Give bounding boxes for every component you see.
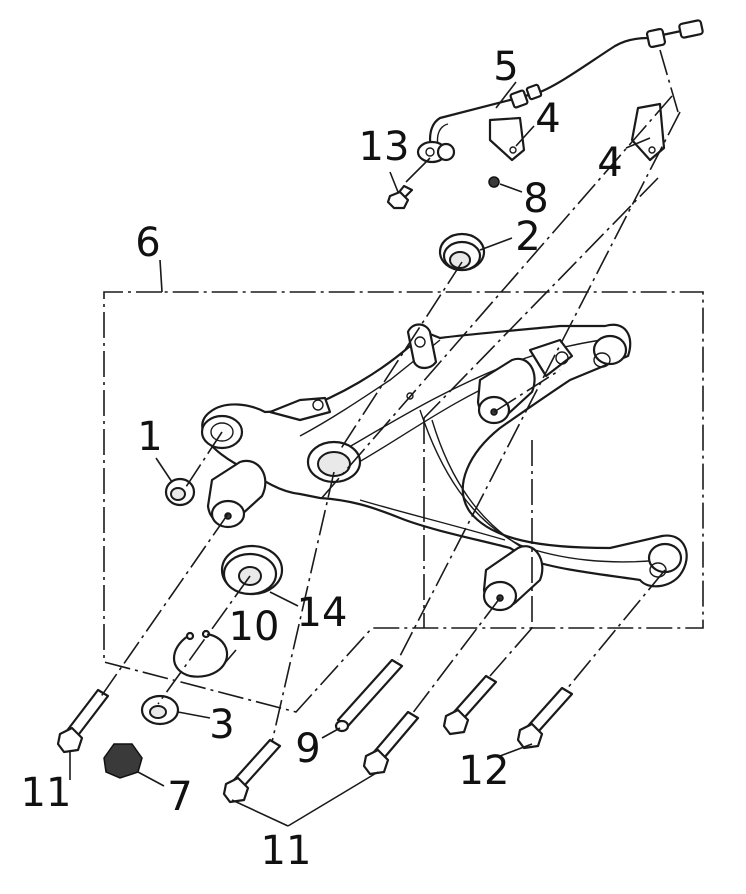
callout-8: 8 — [523, 176, 548, 222]
bolt-9 — [334, 658, 404, 733]
leader-lines — [69, 81, 651, 827]
bushing-small — [164, 477, 196, 507]
assembly-frame — [103, 291, 704, 713]
bolt-lower-mid — [222, 738, 282, 804]
callout-5: 5 — [493, 44, 518, 90]
callout-4b: 4 — [597, 140, 622, 186]
bracket-4-right — [630, 102, 666, 162]
callout-2: 2 — [515, 214, 540, 260]
bolt-12-left — [442, 674, 498, 736]
callout-12: 12 — [459, 748, 510, 794]
bracket-4-left — [488, 116, 526, 162]
washer — [140, 694, 180, 726]
callout-7: 7 — [167, 774, 192, 820]
rubber-mount-left — [206, 459, 267, 529]
callout-3: 3 — [209, 702, 234, 748]
bolt-12-right — [516, 686, 574, 750]
callout-14: 14 — [297, 590, 348, 636]
callout-4a: 4 — [535, 96, 560, 142]
callout-6: 6 — [135, 220, 160, 266]
callouts: 6 1 2 3 4 4 5 7 8 9 10 11 11 12 13 14 — [21, 44, 623, 874]
callout-11-bottom: 11 — [261, 828, 312, 874]
rubber-mount-mid — [476, 357, 536, 425]
bolt-13 — [386, 184, 414, 210]
alignment-lines — [99, 49, 681, 743]
small-bolt-8 — [488, 176, 500, 188]
nut — [103, 743, 143, 779]
bolt-lower-right — [362, 710, 420, 776]
large-bushing — [220, 544, 284, 596]
swing-arm — [200, 323, 688, 588]
callout-9: 9 — [295, 726, 320, 772]
callout-1: 1 — [137, 414, 162, 460]
rubber-mount-lower — [482, 545, 544, 612]
callout-11-left: 11 — [21, 770, 72, 816]
bolt-left — [56, 688, 110, 754]
flanged-bushing — [438, 232, 486, 272]
callout-13: 13 — [359, 124, 410, 170]
callout-10: 10 — [229, 604, 280, 650]
circlip — [173, 629, 229, 678]
